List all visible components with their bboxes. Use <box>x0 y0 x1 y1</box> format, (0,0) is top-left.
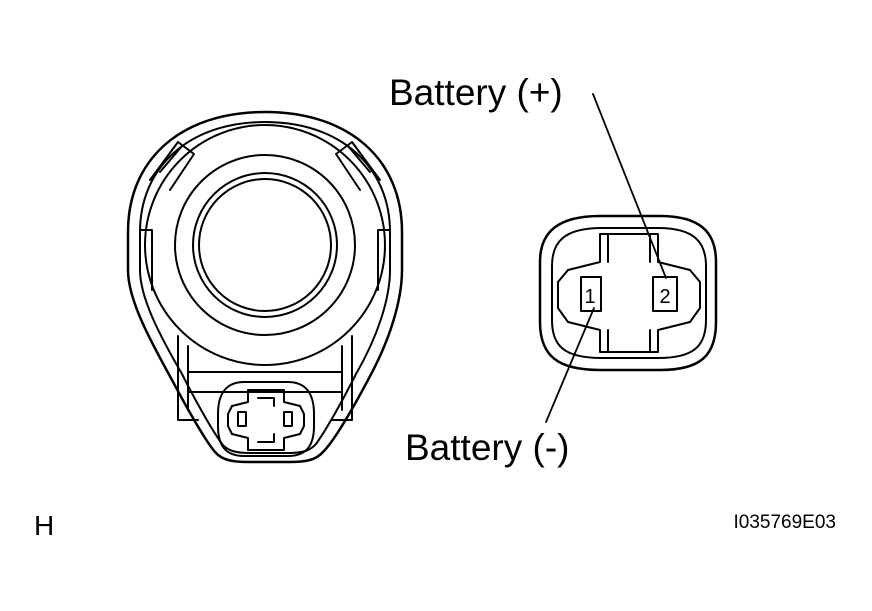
small-connector-key-bottom <box>257 433 275 443</box>
pin-1-window <box>580 276 602 312</box>
small-connector-pin-1 <box>237 411 247 427</box>
battery-minus-label: Battery (-) <box>405 427 569 468</box>
battery-plus-label: Battery (+) <box>389 72 563 113</box>
neck-left <box>177 335 199 421</box>
body-circle-mid <box>174 154 356 336</box>
latch-top-left <box>149 141 195 191</box>
connector-key-top <box>607 233 651 263</box>
housing-outer-outline <box>126 110 404 464</box>
view-letter: H <box>34 510 54 541</box>
connector-inner-shell <box>551 227 707 359</box>
connector-key-bottom <box>607 329 651 353</box>
enlarged-connector <box>538 214 718 372</box>
connector-outer-shell <box>538 214 718 372</box>
latch-top-right <box>335 141 381 191</box>
leader-line-battery-plus <box>592 93 667 279</box>
body-circle-inner-2 <box>198 178 332 312</box>
rib-right <box>377 229 391 291</box>
leader-line-battery-minus <box>545 307 595 423</box>
rib-left <box>139 229 153 291</box>
neck-right <box>331 335 353 421</box>
connector-cavity <box>557 233 701 353</box>
body-circle-inner-1 <box>192 172 338 318</box>
small-connector-outer <box>217 381 315 457</box>
housing-inner-outline <box>139 121 391 454</box>
pin-2-label: 2 <box>659 286 670 308</box>
body-circle-outer <box>144 124 386 366</box>
pin-1-label: 1 <box>584 286 595 308</box>
small-connector-inner <box>227 389 305 451</box>
sensor-housing <box>126 110 404 464</box>
figure-code: I035769E03 <box>734 512 837 533</box>
small-connector-pin-2 <box>283 411 293 427</box>
small-connector-key-top <box>257 397 275 407</box>
